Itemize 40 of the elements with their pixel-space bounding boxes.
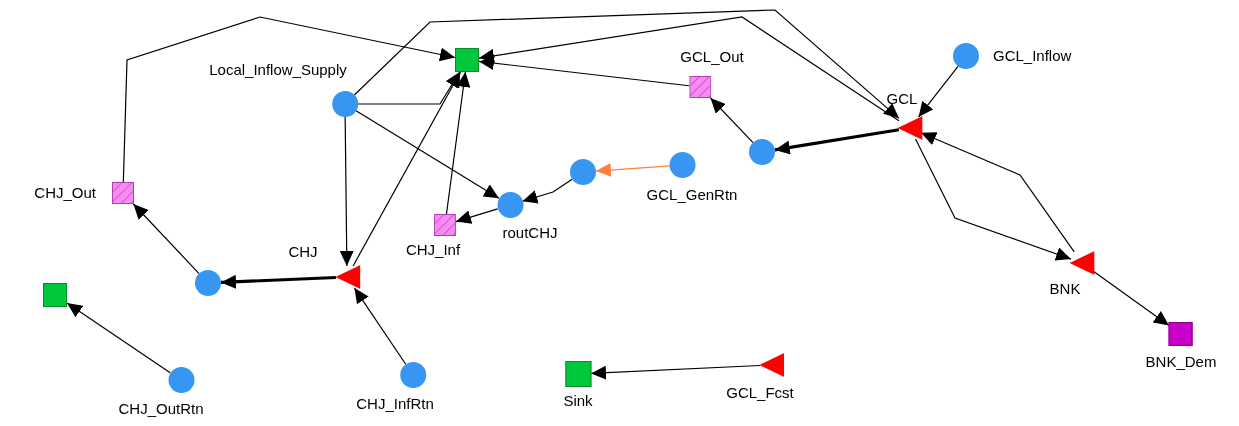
arrow <box>455 208 499 224</box>
arrow <box>774 128 900 155</box>
square-node <box>43 283 67 307</box>
arrow <box>220 274 336 289</box>
node-label: CHJ <box>288 243 318 261</box>
arrow <box>132 203 200 275</box>
node-label: Sink <box>563 392 593 410</box>
square-node <box>455 48 479 72</box>
arrow <box>355 110 500 199</box>
arrow <box>478 16 900 122</box>
arrow <box>353 287 407 365</box>
arrow <box>353 9 900 119</box>
arrow <box>920 132 1075 253</box>
arrow <box>122 16 456 183</box>
node-label: GCL_Out <box>680 48 744 66</box>
arrow <box>1092 270 1170 326</box>
arrow <box>445 71 471 215</box>
arrow <box>357 71 461 105</box>
arrow <box>66 302 171 374</box>
node-label: GCL_Inflow <box>993 47 1072 65</box>
node-label: GCL_Fcst <box>726 384 794 402</box>
arrow <box>918 65 959 118</box>
arrow <box>352 71 461 267</box>
node-label: CHJ_Inf <box>405 241 461 259</box>
arrow <box>590 364 761 380</box>
node-label: BNK_Dem <box>1145 353 1217 371</box>
arrow <box>521 178 573 204</box>
arrow <box>914 138 1072 261</box>
node-label: GCL <box>886 90 918 108</box>
arrow <box>339 116 354 267</box>
arrow <box>595 163 671 178</box>
node-label: CHJ_OutRtn <box>118 400 204 418</box>
arrow <box>709 97 754 144</box>
node-label: CHJ_Out <box>34 184 96 202</box>
node-label: CHJ_InfRtn <box>356 395 434 413</box>
node-label: BNK <box>1049 280 1081 298</box>
node-label: GCL_GenRtn <box>646 186 738 204</box>
arrow <box>478 56 690 87</box>
node-label: Local_Inflow_Supply <box>209 61 347 79</box>
node-label: routCHJ <box>502 224 558 242</box>
